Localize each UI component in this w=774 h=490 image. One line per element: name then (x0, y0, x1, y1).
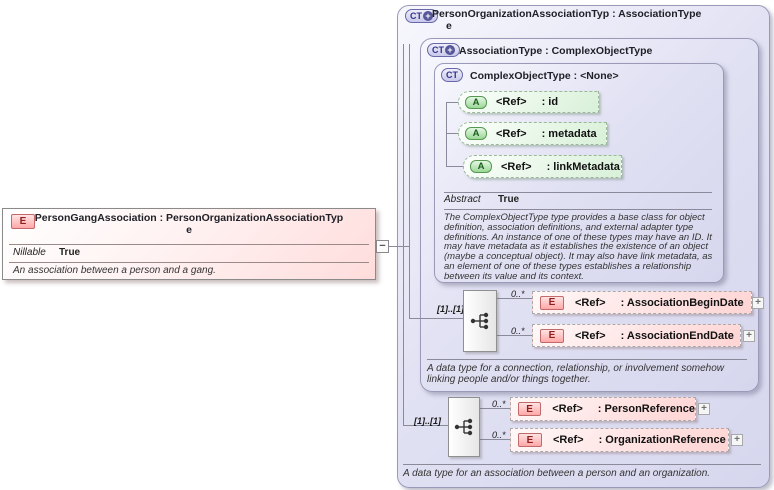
association-type-description: A data type for a connection, relationsh… (427, 363, 725, 385)
occurs-label: 0..* (492, 430, 506, 440)
attribute-badge: A (465, 127, 487, 140)
collapse-toggle-button[interactable]: − (376, 240, 389, 253)
attribute-ref-label: <Ref> (496, 96, 527, 108)
branch-association-end-date (497, 335, 532, 336)
property-name: Nillable (13, 247, 46, 258)
outer-type-title: PersonOrganizationAssociationTyp : Assoc… (432, 8, 701, 32)
separator (444, 192, 712, 193)
element-name: : AssociationBeginDate (620, 296, 744, 309)
attribute-bracket-vertical (446, 102, 447, 167)
property-value: True (59, 247, 81, 258)
element-ref-label: <Ref> (575, 296, 606, 309)
element-badge: E (11, 214, 35, 229)
separator (444, 209, 712, 210)
connector-elbow-inner-sequence (409, 318, 463, 319)
branch-association-begin-date (497, 298, 532, 299)
element-title-line2: e (186, 224, 192, 236)
connector-gutter-outer (403, 44, 404, 426)
sequence-cardinality: [1]..[1] (437, 304, 464, 314)
attribute-name: : metadata (541, 127, 597, 140)
element-name: : PersonReference (597, 403, 695, 415)
attribute-ref-label: <Ref> (501, 160, 532, 173)
association-type-title: AssociationType : ComplexObjectType (459, 45, 653, 57)
sequence-cardinality: [1]..[1] (414, 416, 441, 426)
sequence-icon (470, 312, 489, 330)
attribute-ref-linkmetadata[interactable]: A <Ref> : linkMetadata (463, 155, 622, 178)
element-badge: E (540, 295, 564, 310)
expand-button[interactable]: + (731, 434, 743, 446)
sequence-icon (454, 418, 473, 436)
attribute-badge: A (465, 95, 487, 109)
element-title: PersonGangAssociation : PersonOrganizati… (3, 212, 375, 236)
attribute-name: : linkMetadata (546, 160, 620, 173)
element-badge: E (518, 433, 542, 447)
element-ref-person-reference[interactable]: E <Ref> : PersonReference (510, 397, 696, 421)
complex-object-type-title: ComplexObjectType : <None> (470, 70, 619, 82)
attribute-ref-label: <Ref> (496, 127, 527, 140)
complex-type-badge: CT+ (405, 9, 438, 23)
connector-gutter-inner (409, 44, 410, 319)
occurs-label: 0..* (492, 399, 506, 409)
element-title-line1: PersonGangAssociation : PersonOrganizati… (34, 212, 344, 224)
attribute-name: : id (541, 96, 559, 108)
outer-type-title-line1: PersonOrganizationAssociationTyp : Assoc… (432, 8, 702, 20)
complex-object-type-description: The ComplexObjectType type provides a ba… (444, 212, 713, 282)
element-ref-label: <Ref> (553, 434, 584, 446)
connector-element-to-type (374, 246, 410, 247)
outer-type-description: A data type for an association between a… (403, 468, 711, 479)
complex-type-badge: CT+ (427, 43, 460, 57)
attribute-stub-metadata (446, 133, 458, 134)
occurs-label: 0..* (511, 326, 525, 336)
attribute-badge: A (470, 160, 492, 173)
expand-button[interactable]: + (743, 330, 755, 342)
sequence-indicator[interactable] (448, 397, 480, 457)
property-value: True (498, 194, 520, 205)
attribute-ref-id[interactable]: A <Ref> : id (458, 91, 599, 113)
element-badge: E (518, 402, 542, 416)
property-name: Abstract (444, 194, 481, 205)
element-description: An association between a person and a ga… (13, 265, 216, 276)
complex-type-badge: CT (441, 68, 463, 82)
occurs-label: 0..* (511, 289, 525, 299)
separator (427, 359, 747, 360)
outer-type-title-line2: e (446, 20, 452, 32)
element-name: : AssociationEndDate (620, 329, 734, 342)
expand-button[interactable]: + (698, 403, 710, 415)
element-badge: E (540, 328, 564, 343)
branch-organization-reference (480, 439, 510, 440)
element-ref-association-begin-date[interactable]: E <Ref> : AssociationBeginDate (532, 291, 752, 314)
expand-button[interactable]: + (752, 297, 764, 309)
separator (9, 244, 369, 245)
element-box-person-gang-association: E PersonGangAssociation : PersonOrganiza… (2, 208, 376, 280)
ct-plus-icon: + (445, 45, 455, 55)
attribute-stub-linkmetadata (446, 166, 463, 167)
sequence-indicator[interactable] (463, 290, 497, 352)
element-ref-label: <Ref> (552, 403, 583, 415)
attribute-stub-id (446, 102, 458, 103)
connector-elbow-outer-sequence (403, 425, 448, 426)
element-name: : OrganizationReference (598, 434, 726, 446)
attribute-ref-metadata[interactable]: A <Ref> : metadata (458, 122, 607, 145)
branch-person-reference (480, 408, 510, 409)
separator (403, 464, 761, 465)
element-ref-label: <Ref> (575, 329, 606, 342)
ct-plus-icon: + (423, 11, 433, 21)
separator (9, 262, 369, 263)
element-ref-organization-reference[interactable]: E <Ref> : OrganizationReference (510, 428, 729, 452)
element-ref-association-end-date[interactable]: E <Ref> : AssociationEndDate (532, 324, 741, 347)
